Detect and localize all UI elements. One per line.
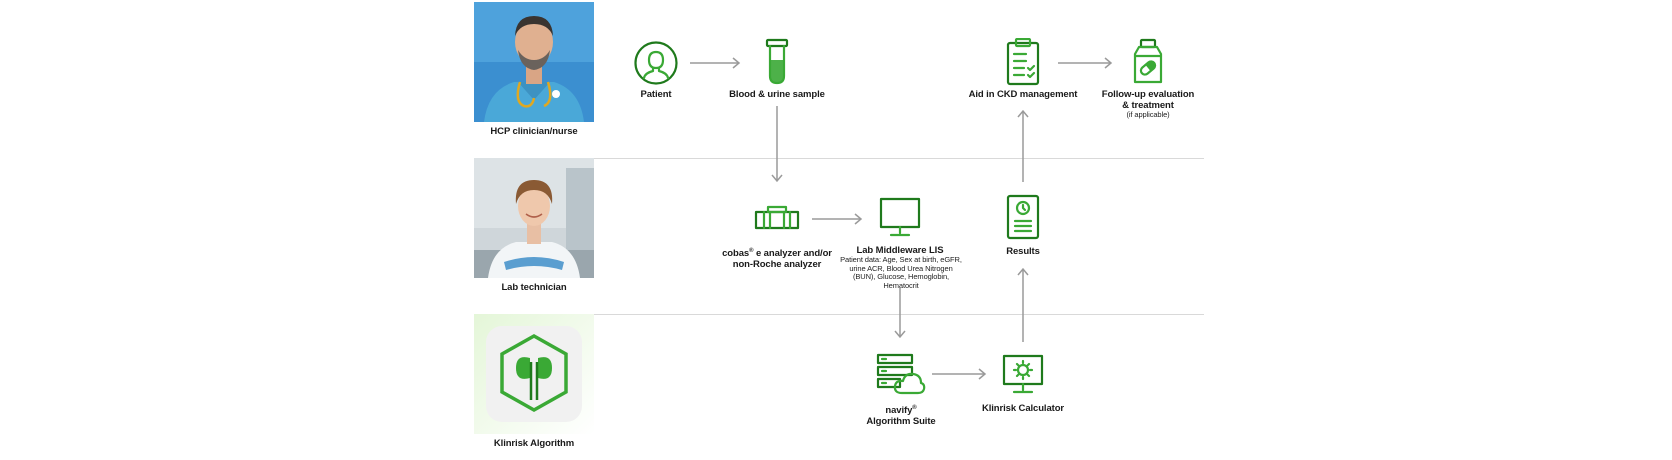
arrow-ckd-to-followup [1058,57,1113,69]
arrow-analyzer-to-lis [812,213,863,225]
lis-node [878,196,922,238]
navify-label: navify® Algorithm Suite [846,403,956,427]
arrow-calculator-to-results [1017,267,1029,342]
ckd-node [1006,38,1040,86]
navify-node [876,353,926,397]
role-label-hcp: HCP clinician/nurse [490,126,578,137]
followup-note: (if applicable) [1126,110,1170,119]
lab-technician-photo [474,158,594,278]
row-divider-2 [474,314,1204,315]
ckd-label: Aid in CKD management [968,89,1078,100]
sample-node [764,38,790,86]
navify-registered-mark: ® [912,405,917,411]
arrow-navify-to-calculator [932,368,987,380]
monitor-icon [879,197,921,237]
lis-details: Patient data: Age, Sex at birth, eGFR, u… [840,255,962,290]
row-divider-1 [474,158,1204,159]
test-tube-icon [765,38,789,85]
navify-label-line2: Algorithm Suite [866,416,936,428]
analyzer-label-line2: non-Roche analyzer [732,259,822,271]
followup-label: Follow-up evaluation & treatment [1093,89,1203,111]
arrow-results-to-ckd [1017,109,1029,182]
navify-label-brand: navify [885,405,913,417]
analyzer-label-brand: cobas [722,248,750,260]
clipboard-checklist-icon [1006,38,1040,86]
results-device-icon [1006,194,1040,240]
followup-label-line2: & treatment [1122,100,1174,111]
patient-node [633,40,679,86]
role-label-algorithm: Klinrisk Algorithm [493,438,575,449]
arrow-patient-to-sample [690,57,741,69]
analyzer-icon [754,205,800,230]
followup-label-line1: Follow-up evaluation [1101,89,1195,100]
medication-bottle-icon [1133,38,1163,84]
results-label: Results [1006,246,1040,257]
analyzer-label: cobas® e analyzer and/or non-Roche analy… [716,246,838,270]
lis-label: Lab Middleware LIS [856,245,944,256]
calculator-label: Klinrisk Calculator [981,403,1065,414]
person-icon [634,41,678,85]
server-cloud-icon [876,353,926,395]
hcp-photo [474,2,594,122]
calculator-node [1001,353,1045,395]
analyzer-label-e: e [753,248,762,260]
klinrisk-app-tile [474,314,594,434]
arrow-sample-to-analyzer [771,106,783,183]
role-label-lab: Lab technician [501,282,567,293]
analyzer-node [754,205,800,231]
registered-mark: ® [749,248,754,254]
followup-node [1132,38,1164,86]
arrow-lis-to-navify [894,288,906,339]
monitor-gear-icon [1002,354,1044,394]
results-node [1006,194,1040,240]
patient-label: Patient [640,89,672,100]
analyzer-label-rest: analyzer and/or [761,248,832,260]
sample-label: Blood & urine sample [729,89,825,100]
